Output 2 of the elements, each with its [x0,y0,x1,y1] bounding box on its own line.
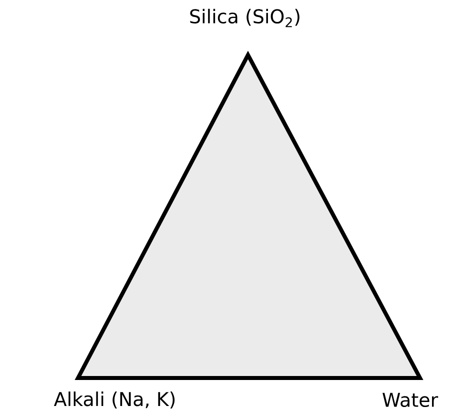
vertex-label: Silica (SiO$_{2}$) [190,8,300,28]
vertex-label: Water [382,392,438,408]
